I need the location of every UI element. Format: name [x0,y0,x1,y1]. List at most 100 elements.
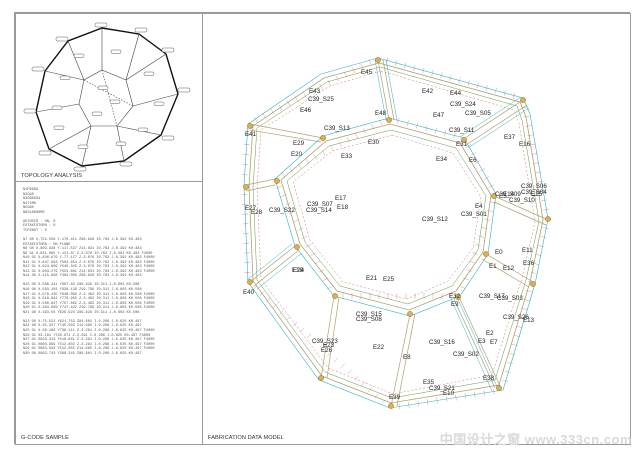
gcode-line: N15 G0 X-586.441 Y987.83 Z89.829 I0.311 … [23,283,140,288]
hatch-tick [360,381,366,387]
edge-label: E24 [293,267,305,274]
edge-label: E11 [522,247,533,254]
hatch-tick [490,201,496,204]
hatch-tick [436,397,438,404]
junction-node [247,123,253,129]
segment-label: C39_S23 [312,338,338,345]
junction-node [386,117,392,123]
edge-label: E7 [490,339,498,346]
hatch-tick [338,141,342,147]
hatch-tick [254,117,258,123]
hatch-tick [502,380,509,382]
junction-node [455,294,461,300]
edge-label: E26 [321,347,333,354]
gcode-line: N28 G1 X660.999 Y512.802 Z-3.291 I-0.266… [23,342,155,347]
hatch-tick [533,162,540,164]
segment-label: C39_S16 [429,339,455,346]
segment-label: C39_S25 [308,96,334,103]
hatch-tick [299,327,305,333]
segment-label: C39_S14 [306,207,332,214]
edge-label: E13 [523,317,535,324]
hatch-tick [347,369,352,375]
segment-label: C39_S12 [422,216,448,223]
hatch-tick [360,63,364,69]
gcode-line: N2G40 [23,192,34,197]
hatch-tick [466,269,472,272]
hatch-tick [279,309,284,315]
hatch-tick [535,254,542,256]
hatch-tick [509,353,516,355]
edge-label: E1 [489,263,497,270]
edge-label: E27 [245,205,257,212]
outer-ring [243,57,549,409]
hatch-tick [303,92,307,98]
topology-analysis-panel: TOPOLOGY ANALYSIS [15,13,204,183]
edge-label: E14 [503,191,515,198]
hatch-tick [512,92,515,99]
edge-label: E46 [300,107,312,114]
edge-label: E22 [373,344,385,351]
hatch-tick [472,252,478,255]
hatch-tick [449,75,452,81]
edge-label: E48 [375,110,387,117]
hatch-tick [484,218,490,221]
edge-label: E33 [341,153,353,160]
hatch-tick [425,125,428,131]
hatch-tick [330,145,334,152]
hatch-tick [352,67,356,74]
hatch-tick [504,371,511,373]
gcode-line: N29 G1 X683.593 Y512.055 Z14.695 I-0.266… [23,347,155,352]
segment-label: C39_S21 [429,385,455,392]
hatch-tick [289,167,293,174]
watermark: 中国设计之窗 www.333cn.com [439,432,632,447]
hatch-tick [314,261,320,265]
hatch-tick [458,77,461,84]
gcode-line: N12 G1 X-624.609 Y549.345 Z-3.076 I0.783… [23,265,155,270]
hatch-tick [279,104,282,111]
edge-label: E28 [251,209,263,216]
segment-label: C39_S09 [495,191,521,198]
hatch-tick [422,67,425,74]
edge-label: E9 [451,301,459,308]
hatch-tick [318,269,325,273]
hatch-tick [306,158,310,165]
topology-node-tags [23,22,191,172]
hatch-tick [507,362,514,364]
edge-label: E10 [443,390,455,397]
gcode-line: N21 G0 X-393.56 Y628.924 Z89.829 I0.311 … [23,310,140,315]
gcode-line: N25 G1 X-36.186 Y736.111 Z-3.291 I-0.266… [23,328,155,333]
edge-label: E20 [291,151,303,158]
junction-node [243,184,249,190]
hatch-tick [470,152,476,156]
radial-struts [245,59,547,407]
edge-label: E23 [323,342,335,349]
edge-label: E12 [503,265,515,272]
hatch-tick [463,277,469,281]
edge-label: E37 [504,134,516,141]
hatch-tick [483,390,485,396]
hatch-tick [455,394,457,401]
hatch-tick [511,344,518,346]
hatch-tick [543,208,550,211]
hatch-tick [484,176,490,180]
hatch-tick [335,75,339,82]
junction-node [375,57,381,63]
hatch-tick [434,127,437,134]
hatch-tick [259,291,264,297]
edge-label: E38 [483,375,495,382]
edge-label: E2 [486,330,494,337]
gcode-panel-title: G-CODE SAMPLE [21,435,69,441]
gcode-line: N17 G1 X-579.435 Y948.065 Z-3.462 I0.311… [23,292,155,297]
fabrication-panel-title: FABRICATION DATA MODEL [208,435,284,441]
hatch-tick [327,351,332,357]
gcode-line: N14 G0 X-415.898 Y494.065 Z98.928 I0.783… [23,274,142,279]
junction-node [496,385,502,391]
edge-label: E41 [245,131,257,138]
junction-node [388,403,394,409]
hatch-tick [523,115,530,118]
hatch-tick [494,87,497,94]
gcode-line: N18 G1 X-510.961 Y779.955 Z-3.462 I0.311… [23,297,155,302]
hatch-tick [527,134,534,136]
segment-label: C39_S07 [307,201,333,208]
